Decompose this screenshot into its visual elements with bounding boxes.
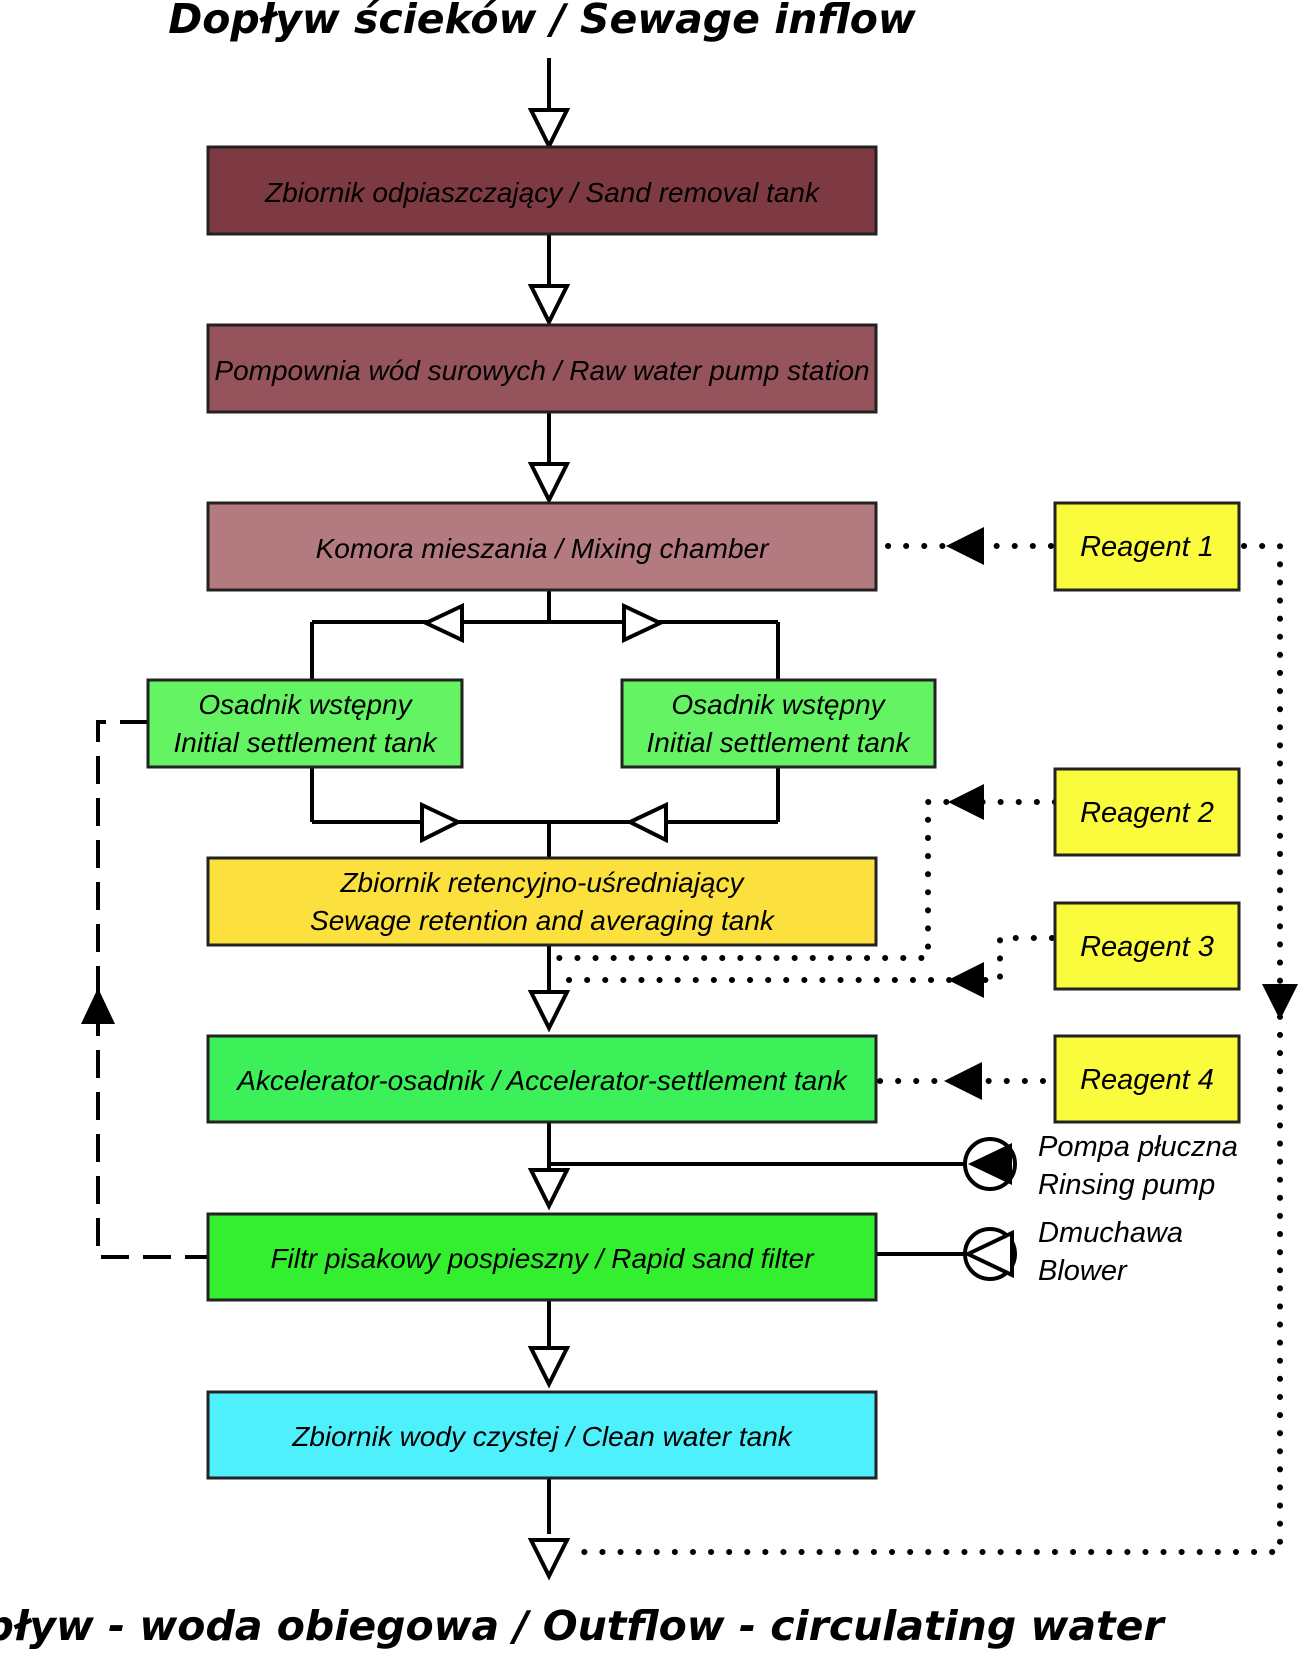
arrow-left-split xyxy=(421,602,464,644)
box-clean-water-label: Zbiornik wody czystej / Clean water tank xyxy=(291,1421,794,1452)
arrow-left-reagent-4 xyxy=(944,1062,982,1100)
arrow-up-return xyxy=(81,988,115,1024)
arrow-left-reagent-1 xyxy=(946,527,984,565)
sludge-return-dashed-line xyxy=(96,720,208,1259)
box-mixing-chamber-label: Komora mieszania / Mixing chamber xyxy=(316,533,771,564)
box-settlement-right-line2: Initial settlement tank xyxy=(646,727,911,758)
box-mixing-chamber: Komora mieszania / Mixing chamber xyxy=(206,501,878,592)
reagent-1-label: Reagent 1 xyxy=(1080,531,1214,563)
main-flow-lines xyxy=(310,58,966,1534)
reagent-2-label: Reagent 2 xyxy=(1080,797,1214,829)
box-settlement-right-line1: Osadnik wstępny xyxy=(671,689,886,720)
blower-symbol: Dmuchawa Blower xyxy=(963,1217,1183,1287)
arrow-down-6 xyxy=(527,1346,571,1389)
arrow-down-1 xyxy=(527,108,571,151)
box-accelerator-label: Akcelerator-osadnik / Accelerator-settle… xyxy=(235,1065,849,1096)
box-retention-tank-line2: Sewage retention and averaging tank xyxy=(310,905,776,936)
box-sand-removal-label: Zbiornik odpiaszczający / Sand removal t… xyxy=(264,177,821,208)
reagent-1-box: Reagent 1 xyxy=(1053,501,1241,592)
arrow-right-split xyxy=(622,602,665,644)
flow-arrowheads xyxy=(420,108,668,1581)
arrow-down-2 xyxy=(527,284,571,327)
rinsing-pump-symbol: Pompa płuczna Rinsing pump xyxy=(963,1131,1238,1201)
blower-label-line2: Blower xyxy=(1038,1255,1128,1287)
box-pump-station-label: Pompownia wód surowych / Raw water pump … xyxy=(214,355,869,386)
blower-label-line1: Dmuchawa xyxy=(1038,1217,1183,1249)
arrow-down-reagent-1 xyxy=(1262,984,1298,1020)
reagent-arrowheads xyxy=(944,527,1298,1100)
arrow-left-merge xyxy=(625,801,668,844)
box-clean-water: Zbiornik wody czystej / Clean water tank xyxy=(206,1390,878,1480)
box-pump-station: Pompownia wód surowych / Raw water pump … xyxy=(206,323,878,414)
box-retention-tank: Zbiornik retencyjno-uśredniający Sewage … xyxy=(206,856,878,947)
reagent-4-box: Reagent 4 xyxy=(1053,1034,1241,1124)
box-sand-filter: Filtr pisakowy pospieszny / Rapid sand f… xyxy=(206,1212,878,1302)
rinsing-pump-label-line1: Pompa płuczna xyxy=(1038,1131,1238,1163)
reagent-3-box: Reagent 3 xyxy=(1053,901,1241,991)
arrow-left-reagent-3 xyxy=(948,962,984,998)
arrow-down-7 xyxy=(527,1538,571,1581)
box-sand-removal: Zbiornik odpiaszczający / Sand removal t… xyxy=(206,145,878,236)
arrow-down-3 xyxy=(527,462,571,505)
diagram-title-top: Dopływ ścieków / Sewage inflow xyxy=(168,0,916,43)
reagent-4-label: Reagent 4 xyxy=(1080,1064,1214,1096)
box-settlement-left-line2: Initial settlement tank xyxy=(173,727,438,758)
arrow-down-4 xyxy=(527,990,571,1033)
box-settlement-left-line1: Osadnik wstępny xyxy=(198,689,413,720)
arrow-down-5 xyxy=(527,1168,571,1211)
arrow-right-merge xyxy=(420,801,463,844)
reagent-3-label: Reagent 3 xyxy=(1080,931,1214,963)
arrow-left-reagent-2 xyxy=(948,784,984,820)
rinsing-pump-label-line2: Rinsing pump xyxy=(1038,1169,1215,1201)
box-settlement-left: Osadnik wstępny Initial settlement tank xyxy=(146,678,464,769)
reagent-2-box: Reagent 2 xyxy=(1053,767,1241,857)
box-accelerator: Akcelerator-osadnik / Accelerator-settle… xyxy=(206,1034,878,1124)
box-sand-filter-label: Filtr pisakowy pospieszny / Rapid sand f… xyxy=(270,1243,815,1274)
diagram-title-bottom: Odpływ - woda obiegowa / Outflow - circu… xyxy=(0,1602,1166,1650)
box-settlement-right: Osadnik wstępny Initial settlement tank xyxy=(620,678,937,769)
box-retention-tank-line1: Zbiornik retencyjno-uśredniający xyxy=(339,867,745,898)
